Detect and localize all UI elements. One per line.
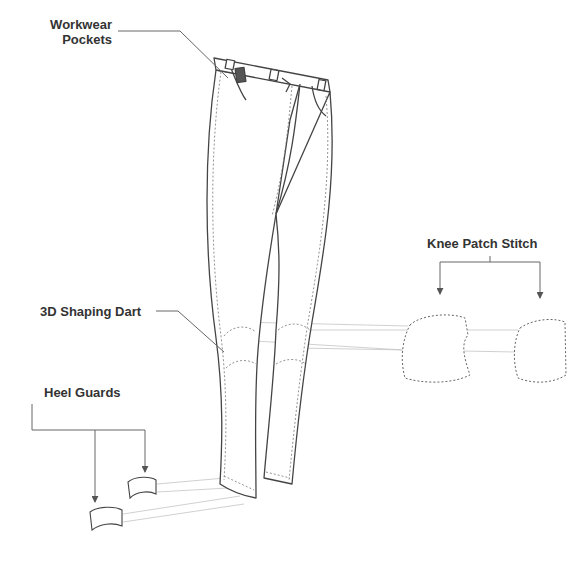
stitch-line bbox=[289, 96, 328, 480]
callout-label: Heel Guards bbox=[42, 385, 123, 400]
leader-line bbox=[118, 31, 228, 78]
leader-arrow bbox=[540, 262, 541, 298]
leader-arrow bbox=[95, 430, 96, 502]
fly-seam bbox=[276, 84, 300, 214]
knee-patch bbox=[402, 315, 470, 382]
front-leg bbox=[207, 70, 300, 498]
leader-arrow bbox=[145, 430, 146, 472]
heel-guard bbox=[128, 477, 156, 498]
knee-stitch bbox=[226, 361, 256, 368]
hem-stitch bbox=[224, 476, 254, 490]
pocket-edge bbox=[230, 66, 246, 100]
guide-line bbox=[157, 488, 228, 492]
guide-line bbox=[123, 496, 240, 514]
brand-tab bbox=[235, 67, 246, 82]
belt-loop bbox=[317, 80, 326, 91]
heel-guard bbox=[90, 507, 122, 530]
leader-arrow bbox=[440, 262, 441, 294]
stitch-line bbox=[213, 72, 226, 480]
leader-line bbox=[156, 311, 224, 352]
knee-stitch bbox=[278, 324, 310, 330]
leader-lines bbox=[32, 31, 540, 502]
leader-line bbox=[32, 404, 145, 430]
belt-loop bbox=[269, 69, 279, 80]
guide-line bbox=[238, 322, 408, 326]
belt-loop bbox=[225, 59, 235, 69]
hem-stitch bbox=[266, 472, 290, 478]
guide-line bbox=[123, 504, 244, 522]
guide-line bbox=[157, 478, 225, 484]
stitching bbox=[213, 72, 328, 490]
leader-line bbox=[440, 262, 540, 263]
callout-label: Workwear Pockets bbox=[32, 17, 114, 47]
callout-label: Knee Patch Stitch bbox=[425, 236, 540, 251]
knee-stitch bbox=[276, 360, 306, 365]
stitch-line bbox=[272, 86, 292, 216]
trousers bbox=[207, 58, 332, 498]
callout-label: 3D Shaping Dart bbox=[38, 304, 143, 319]
knee-stitch bbox=[224, 327, 256, 336]
button bbox=[282, 78, 290, 92]
leader-line bbox=[490, 256, 491, 262]
knee-patches bbox=[402, 315, 566, 382]
knee-patch bbox=[514, 320, 566, 383]
heel-guards bbox=[90, 477, 156, 530]
